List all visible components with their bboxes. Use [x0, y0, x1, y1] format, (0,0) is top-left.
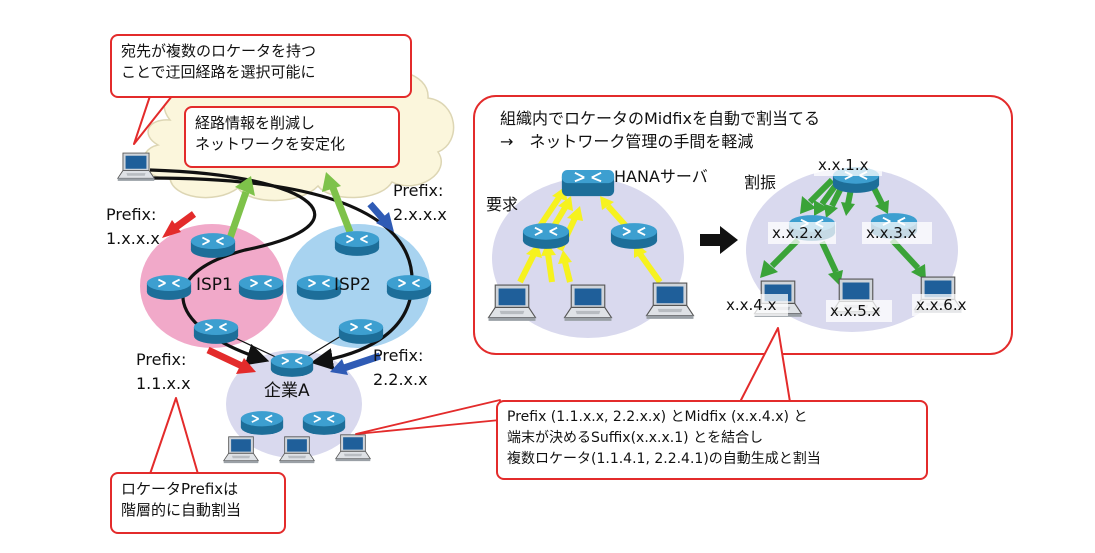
- node-label-1: x.x.1.x: [818, 156, 869, 174]
- corp-top-router-icon: [270, 352, 314, 378]
- callout-locator-generation-line-1: Prefix (1.1.x.x, 2.2.x.x) とMidfix (x.x.4…: [507, 409, 808, 425]
- prefix-isp2-label-1: Prefix:: [393, 181, 443, 200]
- request-laptop-1-icon: [487, 284, 537, 322]
- corp-right-router-icon: [302, 410, 346, 436]
- callout-route-reduction-line-2: ネットワークを安定化: [195, 135, 346, 153]
- prefix-isp2-label-2: 2.x.x.x: [393, 205, 447, 224]
- callout-alternate-route-line-2: ことで迂回経路を選択可能に: [121, 63, 316, 81]
- assign-label: 割振: [744, 173, 776, 192]
- callout-alternate-route-line-1: 宛先が複数のロケータを持つ: [121, 42, 317, 60]
- isp1-bottom-router-icon: [193, 318, 239, 345]
- request-laptop-2-icon: [563, 284, 613, 322]
- hana-server-label: HANAサーバ: [614, 167, 708, 186]
- corp-laptop-2-icon: [279, 436, 315, 464]
- node-label-6: x.x.6.x: [916, 296, 967, 314]
- callout-prefix-hierarchy: ロケータPrefixは 階層的に自動割当: [110, 472, 286, 534]
- isp1-left-router-icon: [146, 274, 192, 301]
- prefix-isp1-label-2: 1.x.x.x: [106, 229, 160, 248]
- assign-network: [746, 168, 958, 332]
- callout-alternate-route: 宛先が複数のロケータを持つ ことで迂回経路を選択可能に: [110, 34, 412, 98]
- panel-title-line-2: → ネットワーク管理の手間を軽減: [500, 132, 753, 151]
- node-label-2: x.x.2.x: [772, 224, 823, 242]
- request-laptop-3-icon: [645, 282, 695, 320]
- request-right-router-icon: [610, 222, 658, 250]
- node-label-4: x.x.4.x: [726, 296, 777, 314]
- prefix-corp-isp1-label-1: Prefix:: [136, 350, 186, 369]
- panel-title-line-1: 組織内でロケータのMidfixを自動で割当てる: [500, 109, 820, 128]
- callout-prefix-hierarchy-line-1: ロケータPrefixは: [121, 480, 239, 498]
- callout-prefix-hierarchy-line-2: 階層的に自動割当: [121, 501, 242, 519]
- prefix-isp1-label-1: Prefix:: [106, 205, 156, 224]
- node-label-3: x.x.3.x: [866, 224, 917, 242]
- isp2-bottom-router-icon: [338, 318, 384, 345]
- corp-left-router-icon: [240, 410, 284, 436]
- isp2-right-router-icon: [386, 274, 432, 301]
- callout-tail-corp-a: [355, 399, 501, 435]
- source-laptop-icon: [117, 152, 155, 182]
- prefix-corp-isp2-label-2: 2.2.x.x: [373, 370, 428, 389]
- prefix-corp-isp2-label-1: Prefix:: [373, 346, 423, 365]
- corp-laptop-3-icon: [335, 434, 371, 462]
- isp2-network: [286, 224, 430, 348]
- callout-route-reduction: 経路情報を削減し ネットワークを安定化: [184, 106, 400, 168]
- transition-arrow-icon: [700, 226, 738, 254]
- isp1-right-router-icon: [238, 274, 284, 301]
- callout-locator-generation-line-3: 複数ロケータ(1.1.4.1, 2.2.4.1)の自動生成と割当: [507, 451, 821, 467]
- corp-laptop-1-icon: [223, 436, 259, 464]
- request-label: 要求: [486, 195, 518, 214]
- isp2-top-router-icon: [334, 230, 380, 257]
- isp1-top-router-icon: [190, 232, 236, 259]
- isp2-label: ISP2: [334, 275, 371, 295]
- request-network: [492, 178, 684, 338]
- callout-locator-generation-line-2: 端末が決めるSuffix(x.x.x.1) とを結合し: [507, 430, 764, 446]
- prefix-corp-isp1-label-2: 1.1.x.x: [136, 374, 191, 393]
- callout-locator-generation: Prefix (1.1.x.x, 2.2.x.x) とMidfix (x.x.4…: [496, 400, 928, 480]
- hana-server-router-icon: [560, 169, 616, 198]
- node-label-5: x.x.5.x: [830, 302, 881, 320]
- request-left-router-icon: [522, 222, 570, 250]
- route-curve-isp2: [149, 176, 414, 371]
- isp1-network: [140, 224, 284, 348]
- isp1-label: ISP1: [196, 275, 233, 295]
- corp-a-label: 企業A: [264, 381, 310, 401]
- callout-route-reduction-line-1: 経路情報を削減し: [195, 114, 316, 132]
